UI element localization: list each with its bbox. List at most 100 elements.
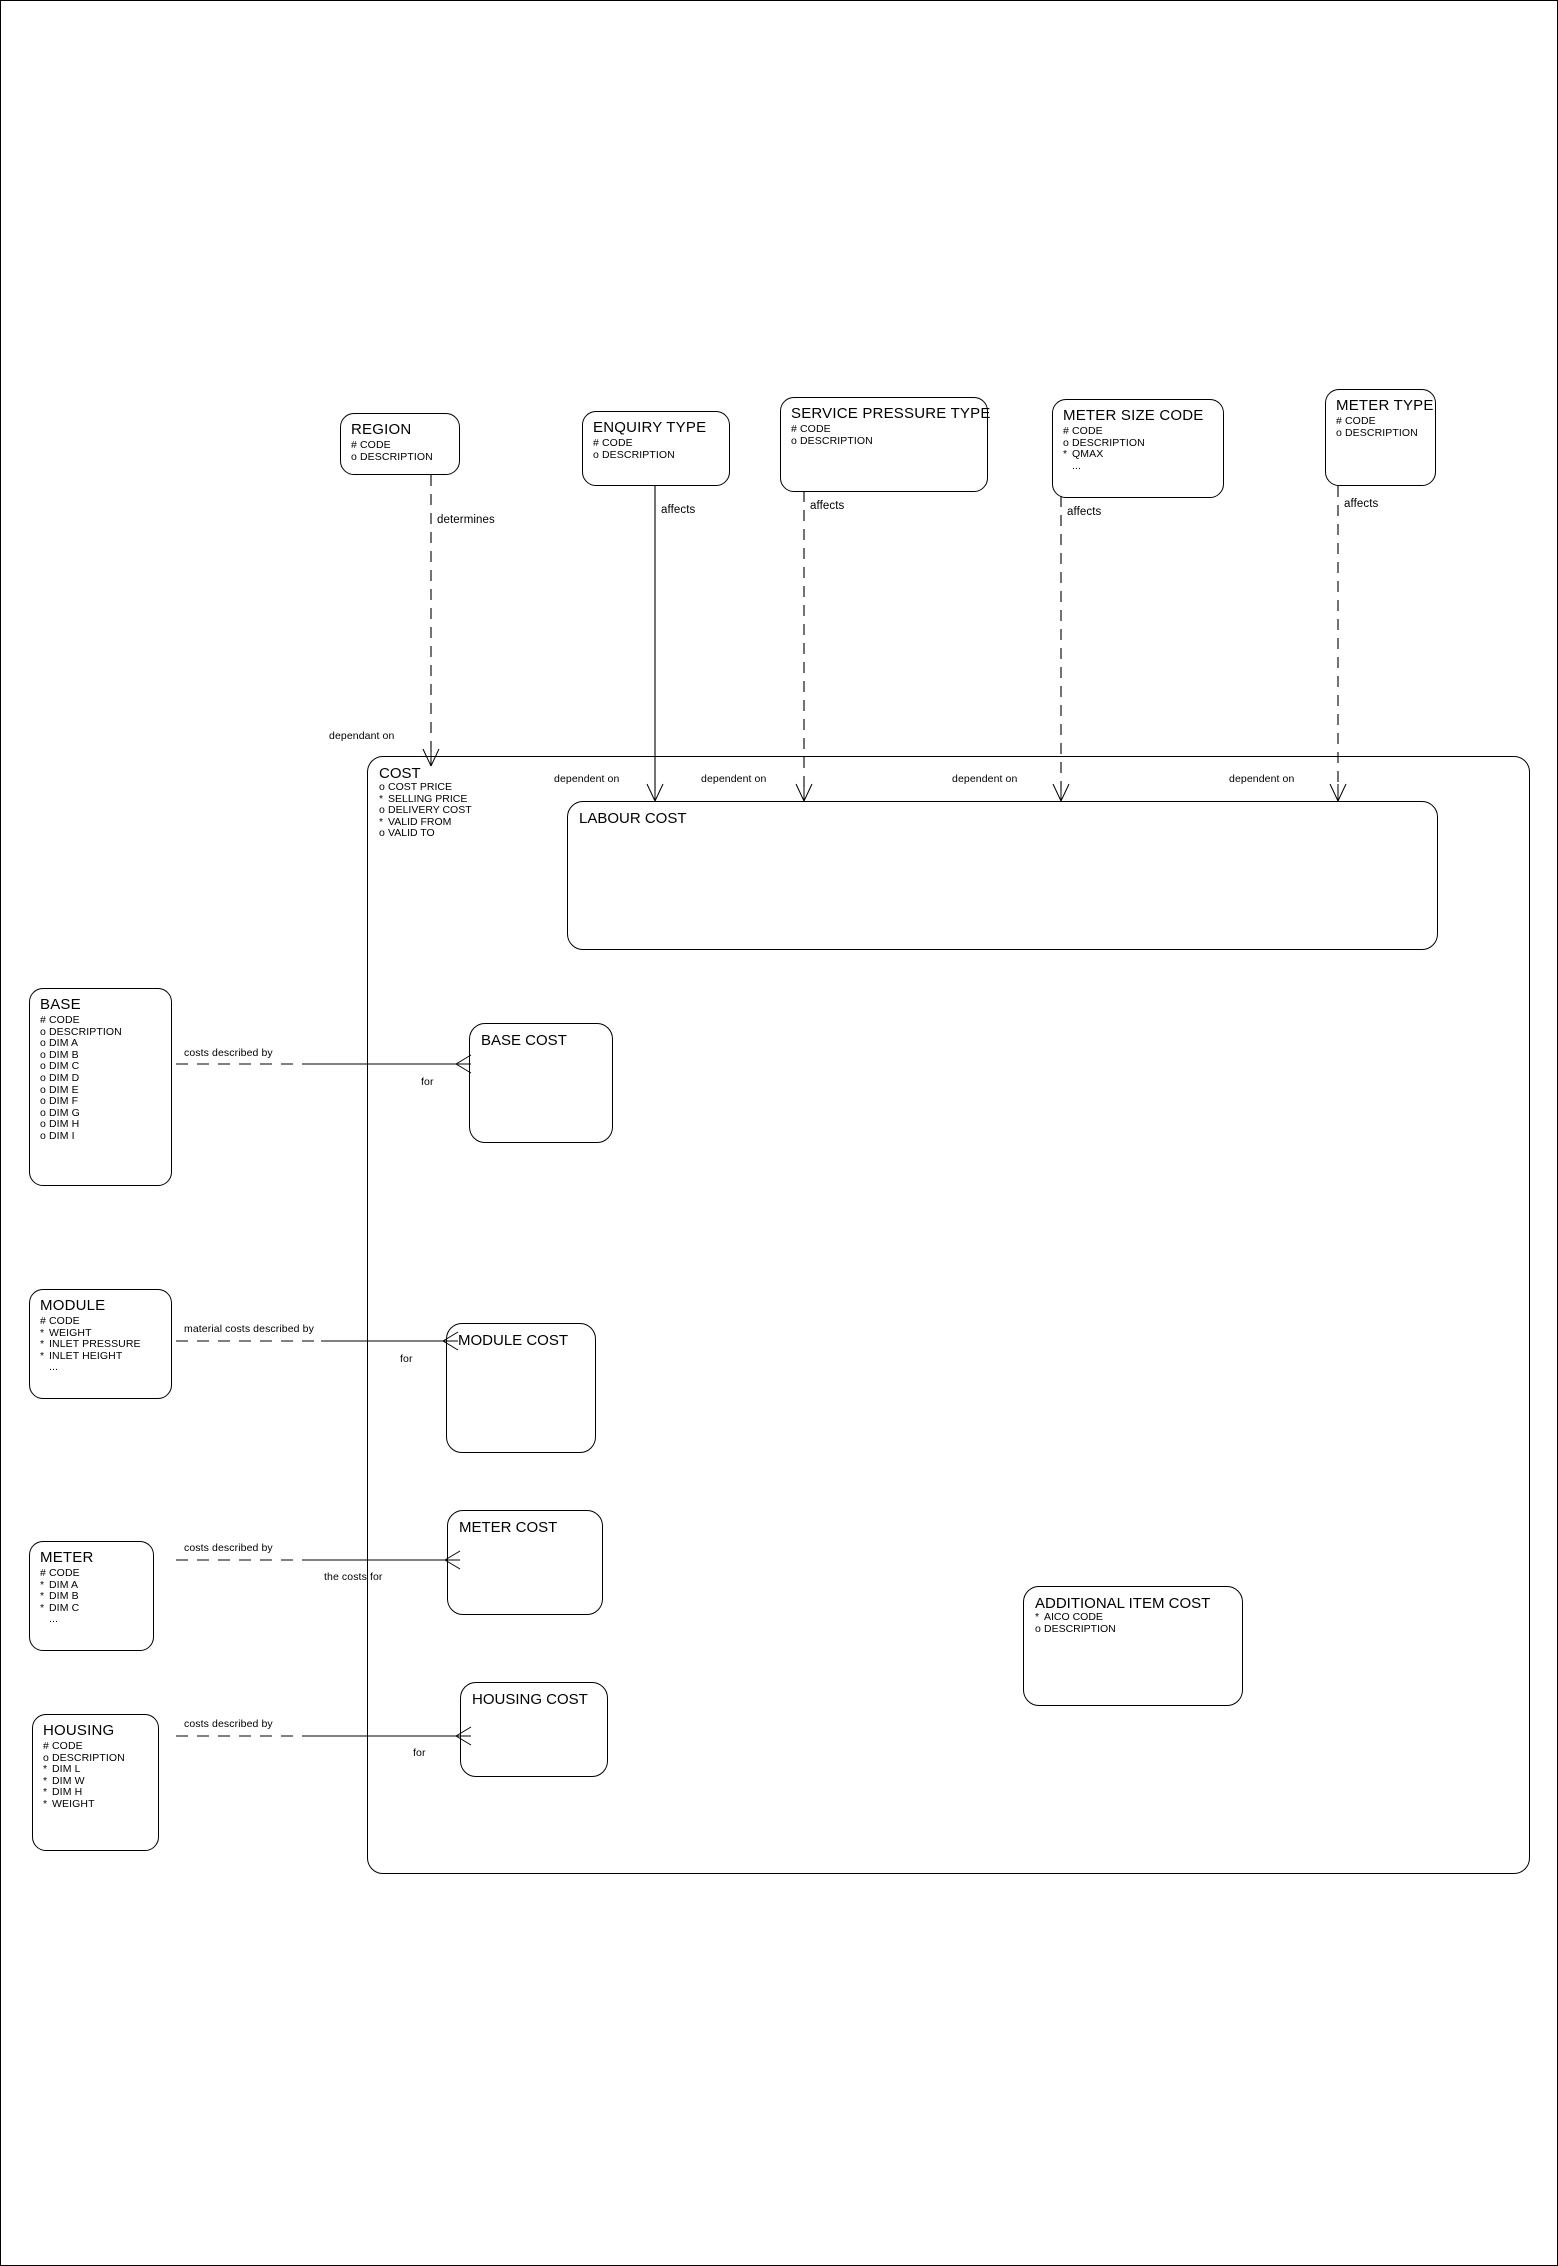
attribute-marker: #: [1063, 425, 1069, 437]
attribute-marker: o: [1035, 1622, 1041, 1635]
entity-module-cost[interactable]: MODULE COST: [446, 1323, 596, 1453]
attribute-marker: *: [379, 792, 384, 805]
attribute-row: #CODE: [791, 423, 987, 436]
attribute-label: DIM W: [52, 1774, 85, 1787]
attribute-marker: #: [40, 1567, 46, 1579]
attribute-label: CODE: [360, 439, 391, 451]
attribute-marker: o: [351, 450, 357, 463]
attribute-row: *DIM C: [40, 1601, 153, 1615]
attribute-row: *VALID FROM: [379, 815, 1529, 829]
attribute-marker: o: [40, 1071, 46, 1084]
attribute-row: #CODE: [40, 1315, 171, 1328]
attribute-label: DIM A: [49, 1578, 79, 1591]
attribute-label: DIM C: [49, 1060, 80, 1073]
attribute-row: #CODE: [1063, 425, 1223, 438]
attribute-row: * DIM B: [40, 1590, 153, 1603]
label-affects-service-pressure: affects: [810, 500, 845, 512]
attribute-label: AICO CODE: [1044, 1611, 1103, 1623]
attribute-marker: *: [40, 1349, 45, 1362]
attribute-label: DIM B: [49, 1590, 79, 1603]
attribute-marker: #: [40, 1315, 46, 1327]
attribute-marker: o: [40, 1118, 46, 1131]
entity-additional-item-cost-title: ADDITIONAL ITEM COST: [1035, 1595, 1211, 1612]
attribute-label: CODE: [49, 1567, 80, 1579]
entity-base-title: BASE: [40, 996, 81, 1013]
attribute-row: * SELLING PRICE: [379, 792, 1529, 806]
attribute-row: ...: [40, 1362, 171, 1374]
attribute-label: DIM D: [49, 1071, 80, 1084]
attribute-marker: *: [43, 1774, 48, 1787]
attribute-marker: o: [40, 1083, 46, 1096]
attribute-marker: o: [379, 781, 385, 793]
attribute-row: *INLET PRESSURE: [40, 1338, 171, 1351]
attribute-marker: o: [379, 804, 385, 817]
entity-labour-cost[interactable]: LABOUR COST: [567, 801, 1438, 950]
label-dependent-on-4: dependent on: [1229, 773, 1295, 785]
attribute-marker: *: [43, 1786, 48, 1799]
attribute-marker: #: [40, 1014, 46, 1026]
label-dependant-on: dependant on: [329, 730, 395, 742]
attribute-label: CODE: [1072, 425, 1103, 437]
entity-base-cost[interactable]: BASE COST: [469, 1023, 613, 1143]
attribute-row: #CODE: [40, 1567, 153, 1580]
attribute-marker: o: [40, 1106, 46, 1119]
attribute-label: SELLING PRICE: [388, 792, 468, 805]
attribute-label: DIM G: [49, 1106, 80, 1119]
attribute-marker: o: [40, 1095, 46, 1108]
attribute-marker: #: [351, 439, 357, 451]
attribute-row: *INLET HEIGHT: [40, 1349, 171, 1363]
attribute-marker: *: [40, 1590, 45, 1603]
attribute-row: #CODE: [40, 1014, 171, 1027]
entity-housing-cost-title: HOUSING COST: [472, 1691, 588, 1708]
entity-region-title: REGION: [351, 421, 412, 438]
attribute-label: DIM C: [49, 1601, 80, 1614]
label-base-costs-described-by: costs described by: [184, 1047, 273, 1059]
label-dependent-on-3: dependent on: [952, 773, 1018, 785]
label-housing-for: for: [413, 1747, 426, 1759]
entity-meter-attributes: #CODE *DIM A *DIM B *DIM C ...: [40, 1567, 153, 1626]
entity-meter-cost-title: METER COST: [459, 1519, 558, 1536]
attribute-label: VALID FROM: [388, 815, 452, 828]
entity-enquiry-type-title: ENQUIRY TYPE: [593, 419, 707, 436]
attribute-row: *DIM A: [40, 1578, 153, 1592]
attribute-label: DIM A: [49, 1037, 79, 1050]
attribute-row: *WEIGHT: [40, 1327, 171, 1340]
attribute-marker: o: [1063, 436, 1069, 449]
entity-meter-title: METER: [40, 1549, 94, 1566]
attribute-label: WEIGHT: [52, 1797, 95, 1810]
entity-module[interactable]: MODULE #CODE *WEIGHT *INLET PRESSURE *IN…: [29, 1289, 172, 1399]
entity-meter[interactable]: METER #CODE *DIM A *DIM B *DIM C ...: [29, 1541, 154, 1651]
attribute-label: CODE: [602, 437, 633, 449]
entity-service-pressure-type-title: SERVICE PRESSURE TYPE: [791, 405, 991, 422]
attribute-marker: o: [379, 827, 385, 840]
label-base-for: for: [421, 1076, 434, 1088]
